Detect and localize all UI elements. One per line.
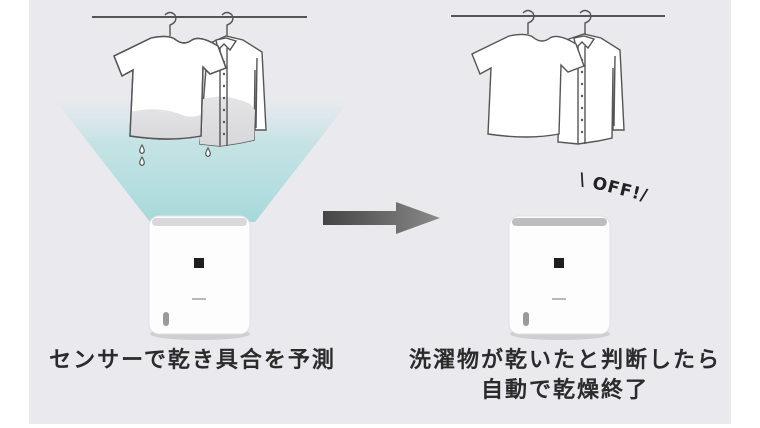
t-shirt-wet-icon: [113, 35, 227, 140]
right-arrow-icon: [323, 202, 440, 234]
water-drop-icons: [139, 143, 211, 167]
dehumidifier-right-icon: [508, 215, 611, 340]
caption-right-line2: 自動で乾燥終了: [480, 378, 649, 403]
caption-left-text: センサーで乾き具合を予測: [49, 348, 336, 373]
sensor-beam: [55, 100, 350, 222]
dehumidifier-left-icon: [148, 215, 251, 340]
caption-right-line1: 洗濯物が乾いたと判断したら: [408, 348, 721, 373]
caption-sensor-predict: センサーで乾き具合を予測: [40, 346, 345, 376]
t-shirt-dry-icon: [471, 33, 585, 138]
caption-auto-stop: 洗濯物が乾いたと判断したら 自動で乾燥終了: [395, 346, 735, 406]
shirt-buttons: [222, 60, 226, 136]
hanger-icons-left: [164, 11, 234, 36]
hanger-icons-right: [522, 9, 592, 34]
